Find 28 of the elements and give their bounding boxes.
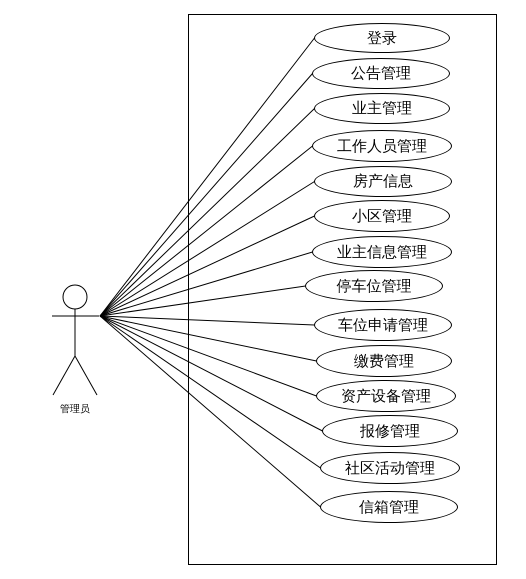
- use-case-ellipse: 登录: [314, 23, 450, 53]
- use-case-ellipse: 停车位管理: [305, 270, 443, 302]
- system-boundary: [188, 14, 497, 565]
- use-case-ellipse: 资产设备管理: [316, 380, 456, 412]
- actor-name: 管理员: [59, 403, 91, 416]
- use-case-ellipse: 公告管理: [312, 58, 450, 89]
- association-line: [100, 316, 321, 468]
- association-line: [100, 108, 315, 316]
- use-case-ellipse: 小区管理: [314, 200, 450, 232]
- association-line: [100, 286, 306, 316]
- association-line: [100, 316, 323, 432]
- use-case-ellipse: 信箱管理: [320, 491, 458, 523]
- association-line: [100, 181, 315, 316]
- use-case-ellipse: 缴费管理: [316, 345, 452, 377]
- use-case-ellipse: 工作人员管理: [312, 130, 452, 162]
- use-case-ellipse: 社区活动管理: [320, 452, 460, 484]
- association-line: [100, 216, 315, 316]
- association-line: [100, 146, 313, 316]
- use-case-ellipse: 业主管理: [314, 93, 450, 124]
- use-case-ellipse: 车位申请管理: [314, 309, 452, 341]
- use-case-ellipse: 业主信息管理: [312, 236, 452, 268]
- use-case-ellipse: 房产信息: [314, 166, 452, 197]
- association-line: [100, 316, 317, 396]
- association-line: [100, 316, 317, 362]
- association-line: [100, 252, 313, 316]
- association-line: [100, 316, 315, 326]
- association-line: [100, 316, 321, 508]
- use-case-ellipse: 报修管理: [322, 415, 458, 447]
